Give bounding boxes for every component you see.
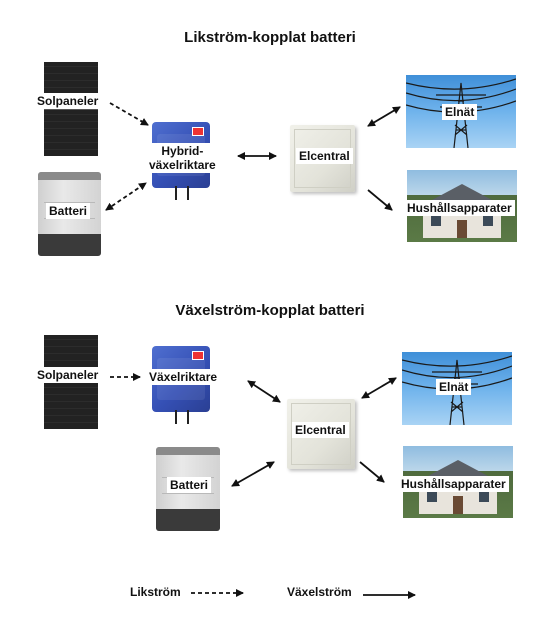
hybrid-inverter-label-line2: växelriktare [149, 158, 216, 172]
power-grid-label: Elnät [442, 104, 478, 120]
legend-dc-label: Likström [130, 585, 181, 599]
legend-ac-label: Växelström [287, 585, 352, 599]
arrow-solar-to-hybrid-inverter [109, 102, 149, 126]
battery-label: Batteri [46, 203, 91, 219]
solar-panel-label-2: Solpaneler [34, 367, 102, 383]
inverter-label: Växelriktare [146, 369, 221, 385]
appliances-label-2: Hushållsapparater [398, 476, 509, 492]
hybrid-inverter-label-line1: Hybrid- [161, 144, 204, 158]
hybrid-inverter-label: Hybrid- växelriktare [146, 143, 219, 173]
power-grid-label-2: Elnät [436, 379, 472, 395]
arrow-panel-grid [367, 106, 401, 127]
arrow-battery-panel-2 [231, 461, 275, 487]
arrow-battery-hybrid-inverter [105, 182, 147, 211]
electrical-panel-label-2: Elcentral [292, 422, 349, 438]
diagram-title-ac: Växelström-kopplat batteri [175, 302, 365, 319]
arrow-panel-appliances [367, 189, 393, 211]
arrow-panel-appliances-2 [359, 461, 385, 483]
arrow-inverter-panel-2 [247, 380, 281, 403]
diagram-title-dc: Likström-kopplat batteri [184, 29, 356, 46]
electrical-panel-label: Elcentral [296, 148, 353, 164]
battery-label-2: Batteri [167, 477, 212, 493]
pylon-icon [406, 78, 516, 148]
appliances-label: Hushållsapparater [404, 200, 515, 216]
arrow-panel-grid-2 [361, 377, 397, 399]
solar-panel-label: Solpaneler [34, 93, 102, 109]
